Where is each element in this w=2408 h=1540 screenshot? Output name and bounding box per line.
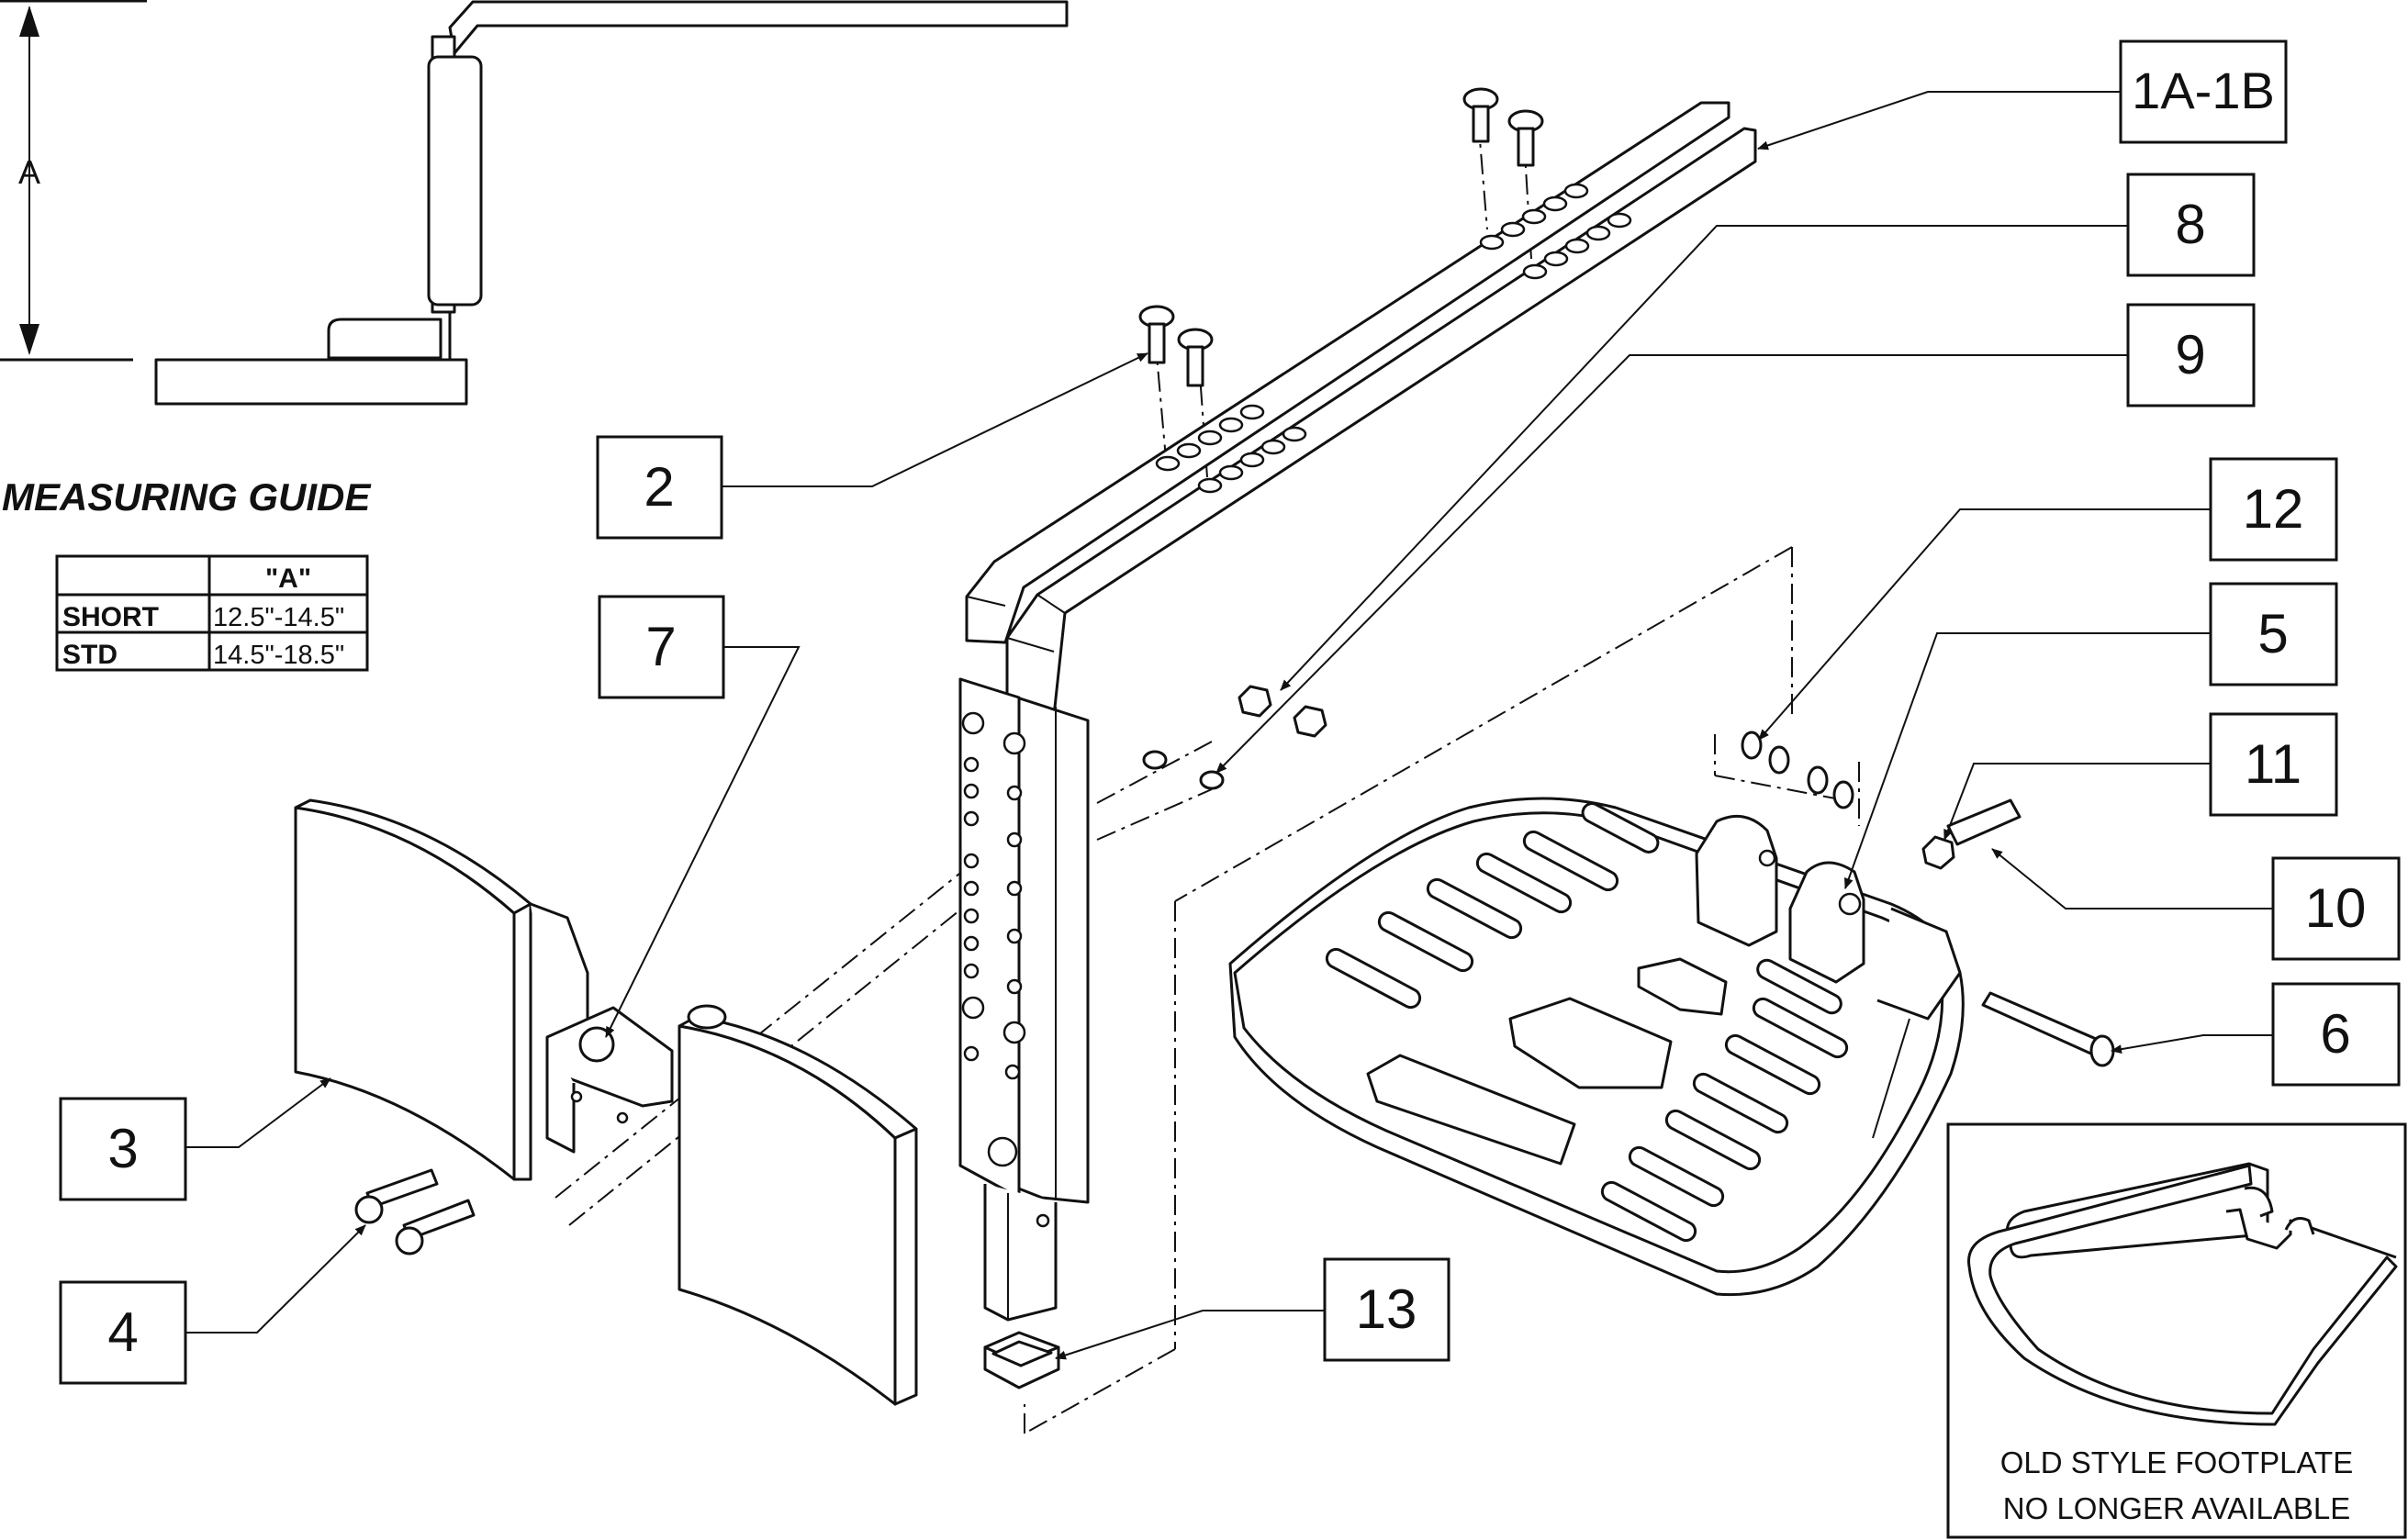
screw-top-left-2 <box>1177 328 1214 387</box>
footplate <box>1228 797 1965 1297</box>
tube-holes <box>1155 183 1632 494</box>
screw-top-left <box>1138 305 1175 364</box>
table-row-short-value: 12.5"-14.5" <box>213 603 344 632</box>
inset-old-footplate: OLD STYLE FOOTPLATE NO LONGER AVAILABLE <box>1946 1122 2407 1539</box>
callout-label: 7 <box>645 616 676 677</box>
callout-7: 7 <box>598 595 725 699</box>
leader-lines <box>185 91 2273 1360</box>
callout-label: 1A-1B <box>2132 61 2275 119</box>
measuring-guide-side-view: A <box>0 0 1069 406</box>
inset-caption-line1: OLD STYLE FOOTPLATE <box>2000 1445 2353 1479</box>
calf-pad-rear <box>294 798 589 1181</box>
table-header-a: "A" <box>265 564 311 594</box>
callout-label: 5 <box>2257 603 2288 664</box>
footrest-hanger <box>958 101 1757 1389</box>
callout-10: 10 <box>2271 856 2401 961</box>
callout-13: 13 <box>1323 1257 1450 1362</box>
table-row-short-label: SHORT <box>62 602 159 632</box>
callout-8: 8 <box>2126 173 2256 277</box>
callout-label: 6 <box>2320 1003 2350 1065</box>
calf-pad-front <box>678 1004 918 1406</box>
measuring-table: "A" SHORT 12.5"-14.5" STD 14.5"-18.5" <box>55 554 369 672</box>
measuring-guide-title: MEASURING GUIDE <box>2 475 372 519</box>
callout-label: 2 <box>644 456 674 518</box>
old-footplate-drawing <box>1967 1162 2398 1426</box>
table-row-std-value: 14.5"-18.5" <box>213 641 344 670</box>
table-row-std-label: STD <box>62 640 118 670</box>
dimension-a-label: A <box>18 153 40 191</box>
screw-top-right-2 <box>1507 109 1544 167</box>
screw-top-right <box>1462 87 1499 143</box>
callout-5: 5 <box>2209 582 2338 686</box>
callout-1A-1B: 1A-1B <box>2119 39 2288 144</box>
callout-3: 3 <box>59 1097 187 1201</box>
inset-caption-line2: NO LONGER AVAILABLE <box>2003 1491 2350 1525</box>
hardware <box>1138 87 2115 1067</box>
callout-9: 9 <box>2126 303 2256 407</box>
calf-pad-bracket <box>545 1006 674 1154</box>
callout-4: 4 <box>59 1280 187 1385</box>
callout-label: 9 <box>2175 324 2205 385</box>
footplate-slots <box>1325 802 1849 1243</box>
callout-6: 6 <box>2271 982 2401 1087</box>
callout-label: 8 <box>2175 194 2205 255</box>
callout-12: 12 <box>2209 457 2338 562</box>
callout-label: 11 <box>2245 733 2302 795</box>
callout-label: 12 <box>2243 478 2304 540</box>
callout-11: 11 <box>2209 712 2338 817</box>
callout-label: 3 <box>107 1118 138 1179</box>
callout-label: 10 <box>2305 877 2367 939</box>
callout-2: 2 <box>596 435 723 540</box>
screws-4 <box>354 1168 476 1255</box>
callout-label: 4 <box>107 1301 138 1363</box>
callout-label: 13 <box>1356 1278 1417 1340</box>
